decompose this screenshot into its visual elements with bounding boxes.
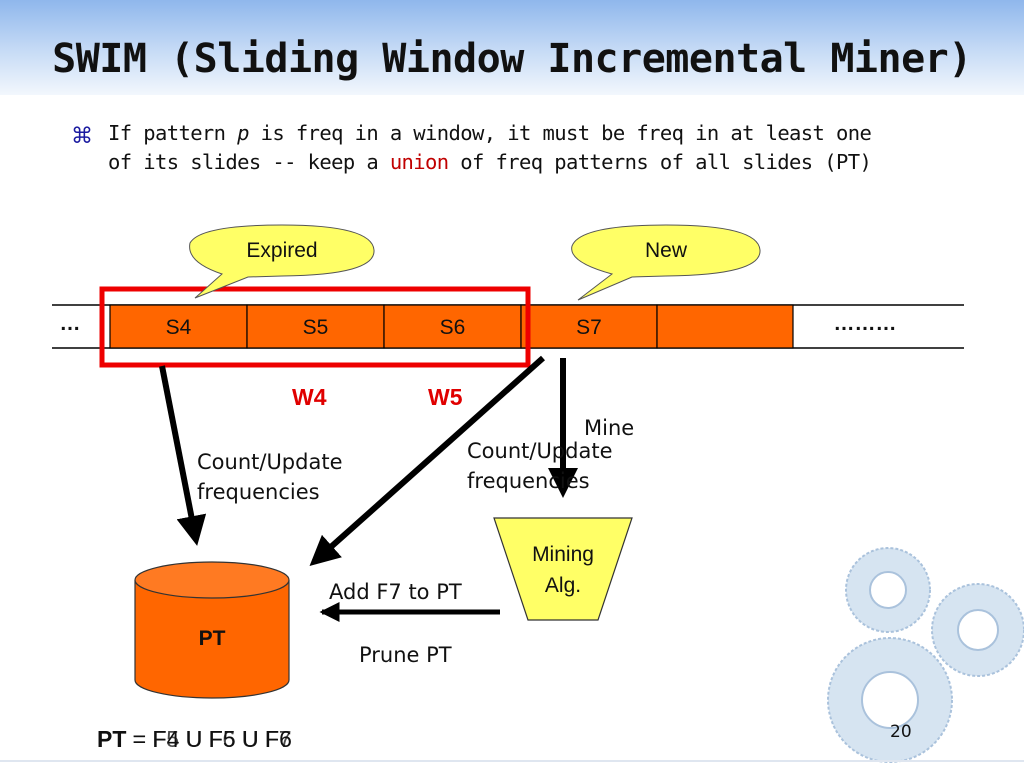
count-update-left-line2: frequencies <box>197 480 320 504</box>
bullet-line-1: If pattern p is freq in a window, it mus… <box>108 121 872 145</box>
count-update-right-line1: Count/Update <box>467 439 613 463</box>
stream-left-ellipsis: … <box>59 312 81 335</box>
bullet-text-1b: is freq in a window, it must be freq in … <box>248 121 872 145</box>
window-label-w5: W5 <box>428 384 463 410</box>
footer-divider <box>0 760 1024 762</box>
add-f7-label: Add F7 to PT <box>329 580 462 604</box>
formula-rest: = F4 U F5 U F6 <box>126 726 292 752</box>
slide-label-s5: S5 <box>302 316 329 339</box>
arrow-s7-to-pt <box>309 355 545 566</box>
bullet-line-2: of its slides -- keep a union of freq pa… <box>108 150 872 174</box>
window-border <box>99 286 531 368</box>
new-label: New <box>644 239 687 262</box>
window-label-w4: W4 <box>292 384 327 410</box>
mining-alg-shape <box>493 517 633 621</box>
gear-decoration-icon <box>827 547 1024 763</box>
mine-label: Mine <box>584 416 635 440</box>
expired-label: Expired <box>246 239 318 262</box>
bullet-text-2a: of its slides -- keep a <box>108 150 390 174</box>
slide-title: SWIM (Sliding Window Incremental Miner) <box>52 36 972 82</box>
pattern-variable: p <box>237 121 249 145</box>
mining-alg-line1: Mining <box>532 543 594 566</box>
formula-pt: PT <box>97 726 127 752</box>
bullet-icon: ⌘ <box>71 124 93 149</box>
count-update-left-line1: Count/Update <box>197 450 343 474</box>
count-update-right-line2: frequencies <box>467 469 590 493</box>
slide-label-s7: S7 <box>576 316 602 339</box>
slide-label-s6: S6 <box>439 316 466 339</box>
bullet-text-2b: of freq patterns of all slides (PT) <box>448 150 872 174</box>
slide-cell-s6 <box>383 304 522 349</box>
bullet-text-1a: If pattern <box>108 121 238 145</box>
title-band <box>0 0 1024 95</box>
slide-cell-s7 <box>520 304 658 349</box>
mining-alg-line2: Alg. <box>544 574 582 597</box>
union-highlight: union <box>389 150 449 174</box>
formula-new: PT = F5 U F6 U F7 <box>97 726 292 752</box>
callout-new <box>571 224 761 301</box>
page-number: 20 <box>890 722 912 742</box>
prune-pt-label: Prune PT <box>359 643 452 667</box>
slide-label-s4: S4 <box>165 316 192 339</box>
pt-cylinder-label: PT <box>198 627 226 650</box>
formula-old: PT = F4 U F5 U F6 <box>97 726 292 753</box>
pt-cylinder <box>134 561 290 699</box>
slide-cell-s5 <box>246 304 385 349</box>
slide-cell-empty <box>656 304 794 349</box>
callout-expired <box>189 224 375 299</box>
arrow-s4-to-pt <box>159 365 207 546</box>
stream-right-ellipsis: ……… <box>833 312 897 335</box>
